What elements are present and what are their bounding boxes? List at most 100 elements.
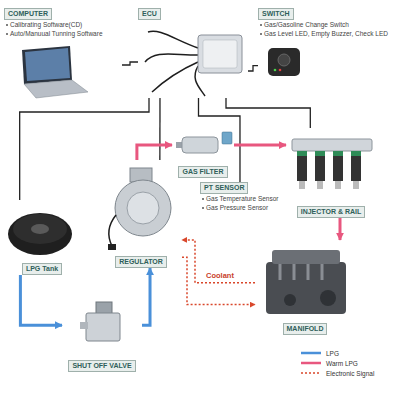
legend-sample <box>300 369 322 377</box>
switch-body <box>268 48 300 76</box>
laptop-image <box>22 46 88 98</box>
engine-pulley <box>284 294 296 306</box>
component-label: GAS FILTER <box>178 166 227 178</box>
rail-body <box>292 139 372 151</box>
component-node: ECU <box>138 8 248 98</box>
regulator-wire <box>109 215 116 246</box>
component-node: INJECTOR & RAIL <box>286 128 376 218</box>
legend-line <box>301 352 321 355</box>
valve-body <box>86 313 120 341</box>
component-label: COMPUTER <box>4 8 52 20</box>
injector-band <box>297 151 307 156</box>
edge-label: Coolant <box>206 271 234 280</box>
tank-top <box>13 214 67 244</box>
legend: LPG Warm LPG Electronic Signal <box>300 348 396 378</box>
legend-item: Electronic Signal <box>300 368 396 378</box>
injector-nozzle <box>317 181 323 189</box>
injector-rail-image <box>292 139 372 189</box>
injector <box>333 151 343 189</box>
harness-wire <box>152 62 198 92</box>
legend-line <box>301 362 321 365</box>
injector <box>351 151 361 189</box>
component-label: PT SENSOR <box>200 182 248 194</box>
component-label: LPG Tank <box>22 263 62 275</box>
feature-text: Gas Temperature Sensor <box>200 195 284 203</box>
feature-text: Auto/Manuual Tunning Software <box>4 30 122 38</box>
feature-text: Calibrating Software(CD) <box>4 21 122 29</box>
component-node: GAS FILTER <box>172 128 234 178</box>
injector-band <box>333 151 343 156</box>
component-label: REGULATOR <box>115 256 167 268</box>
injector-nozzle <box>353 181 359 189</box>
injector-body <box>351 151 361 181</box>
pipe-connector <box>248 66 258 71</box>
pipe-connector <box>20 275 62 325</box>
switch-image <box>268 48 300 76</box>
component-label: MANIFOLD <box>283 323 328 335</box>
legend-sample <box>300 349 322 357</box>
component-node: COMPUTERCalibrating Software(CD)Auto/Man… <box>4 8 122 103</box>
gas-filter-image <box>176 132 232 153</box>
filter-body <box>182 137 218 153</box>
engine-image <box>266 250 346 314</box>
component-label: SWITCH <box>258 8 294 20</box>
component-node: SWITCHGas/Gasoline Change SwitchGas Leve… <box>258 8 398 80</box>
injector-band <box>351 151 361 156</box>
switch-button <box>278 54 290 66</box>
laptop-keyboard <box>24 80 88 98</box>
pipe-connector <box>159 98 160 160</box>
intake-manifold <box>272 250 340 264</box>
laptop-display <box>25 48 70 81</box>
engine-pulley <box>320 290 336 306</box>
pipe-connector <box>226 98 310 128</box>
valve-coil <box>96 302 112 314</box>
injector-body <box>297 151 307 181</box>
valve-fitting <box>80 322 88 329</box>
pipe-connector <box>142 268 150 325</box>
harness-wire <box>148 31 198 48</box>
pipe-connector <box>122 62 138 65</box>
pipe-connector <box>137 145 172 160</box>
tank-body <box>8 213 72 255</box>
injector <box>297 151 307 189</box>
regulator-image <box>108 168 171 250</box>
pipe-connector <box>20 98 149 200</box>
component-label: SHUT OFF VALVE <box>68 360 135 372</box>
ecu-image <box>145 31 242 96</box>
legend-line <box>301 372 321 374</box>
component-label: ECU <box>138 8 161 20</box>
component-node: SHUT OFF VALVE <box>62 300 142 372</box>
injector-band <box>315 151 325 156</box>
legend-text: Warm LPG <box>326 360 358 367</box>
legend-sample <box>300 359 322 367</box>
switch-led <box>274 69 277 72</box>
harness-wire <box>145 54 198 62</box>
pipe-connector <box>234 144 286 147</box>
shut-off-valve-image <box>80 302 120 341</box>
switch-led <box>279 69 282 72</box>
legend-item: LPG <box>300 348 396 358</box>
component-node: PT SENSORGas Temperature SensorGas Press… <box>200 182 284 220</box>
lpg-tank-image <box>8 213 72 255</box>
component-node: REGULATOR <box>100 160 182 268</box>
engine-block <box>266 262 346 314</box>
component-label: INJECTOR & RAIL <box>297 206 366 218</box>
pipe-connector <box>339 218 342 240</box>
legend-text: LPG <box>326 350 339 357</box>
injector-nozzle <box>299 181 305 189</box>
legend-text: Electronic Signal <box>326 370 374 377</box>
pipe-connector <box>182 240 255 283</box>
regulator-body <box>115 180 171 236</box>
tank-center <box>31 224 49 234</box>
component-node: MANIFOLD <box>255 240 355 335</box>
feature-text: Gas Pressure Sensor <box>200 204 284 212</box>
injector <box>315 151 325 189</box>
ecu-case <box>198 35 242 73</box>
injector-nozzle <box>335 181 341 189</box>
pipe-connector <box>182 257 255 304</box>
injector-body <box>333 151 343 181</box>
injector-body <box>315 151 325 181</box>
feature-text: Gas Level LED, Empty Buzzer, Check LED <box>258 30 398 38</box>
regulator-plug <box>108 244 116 250</box>
